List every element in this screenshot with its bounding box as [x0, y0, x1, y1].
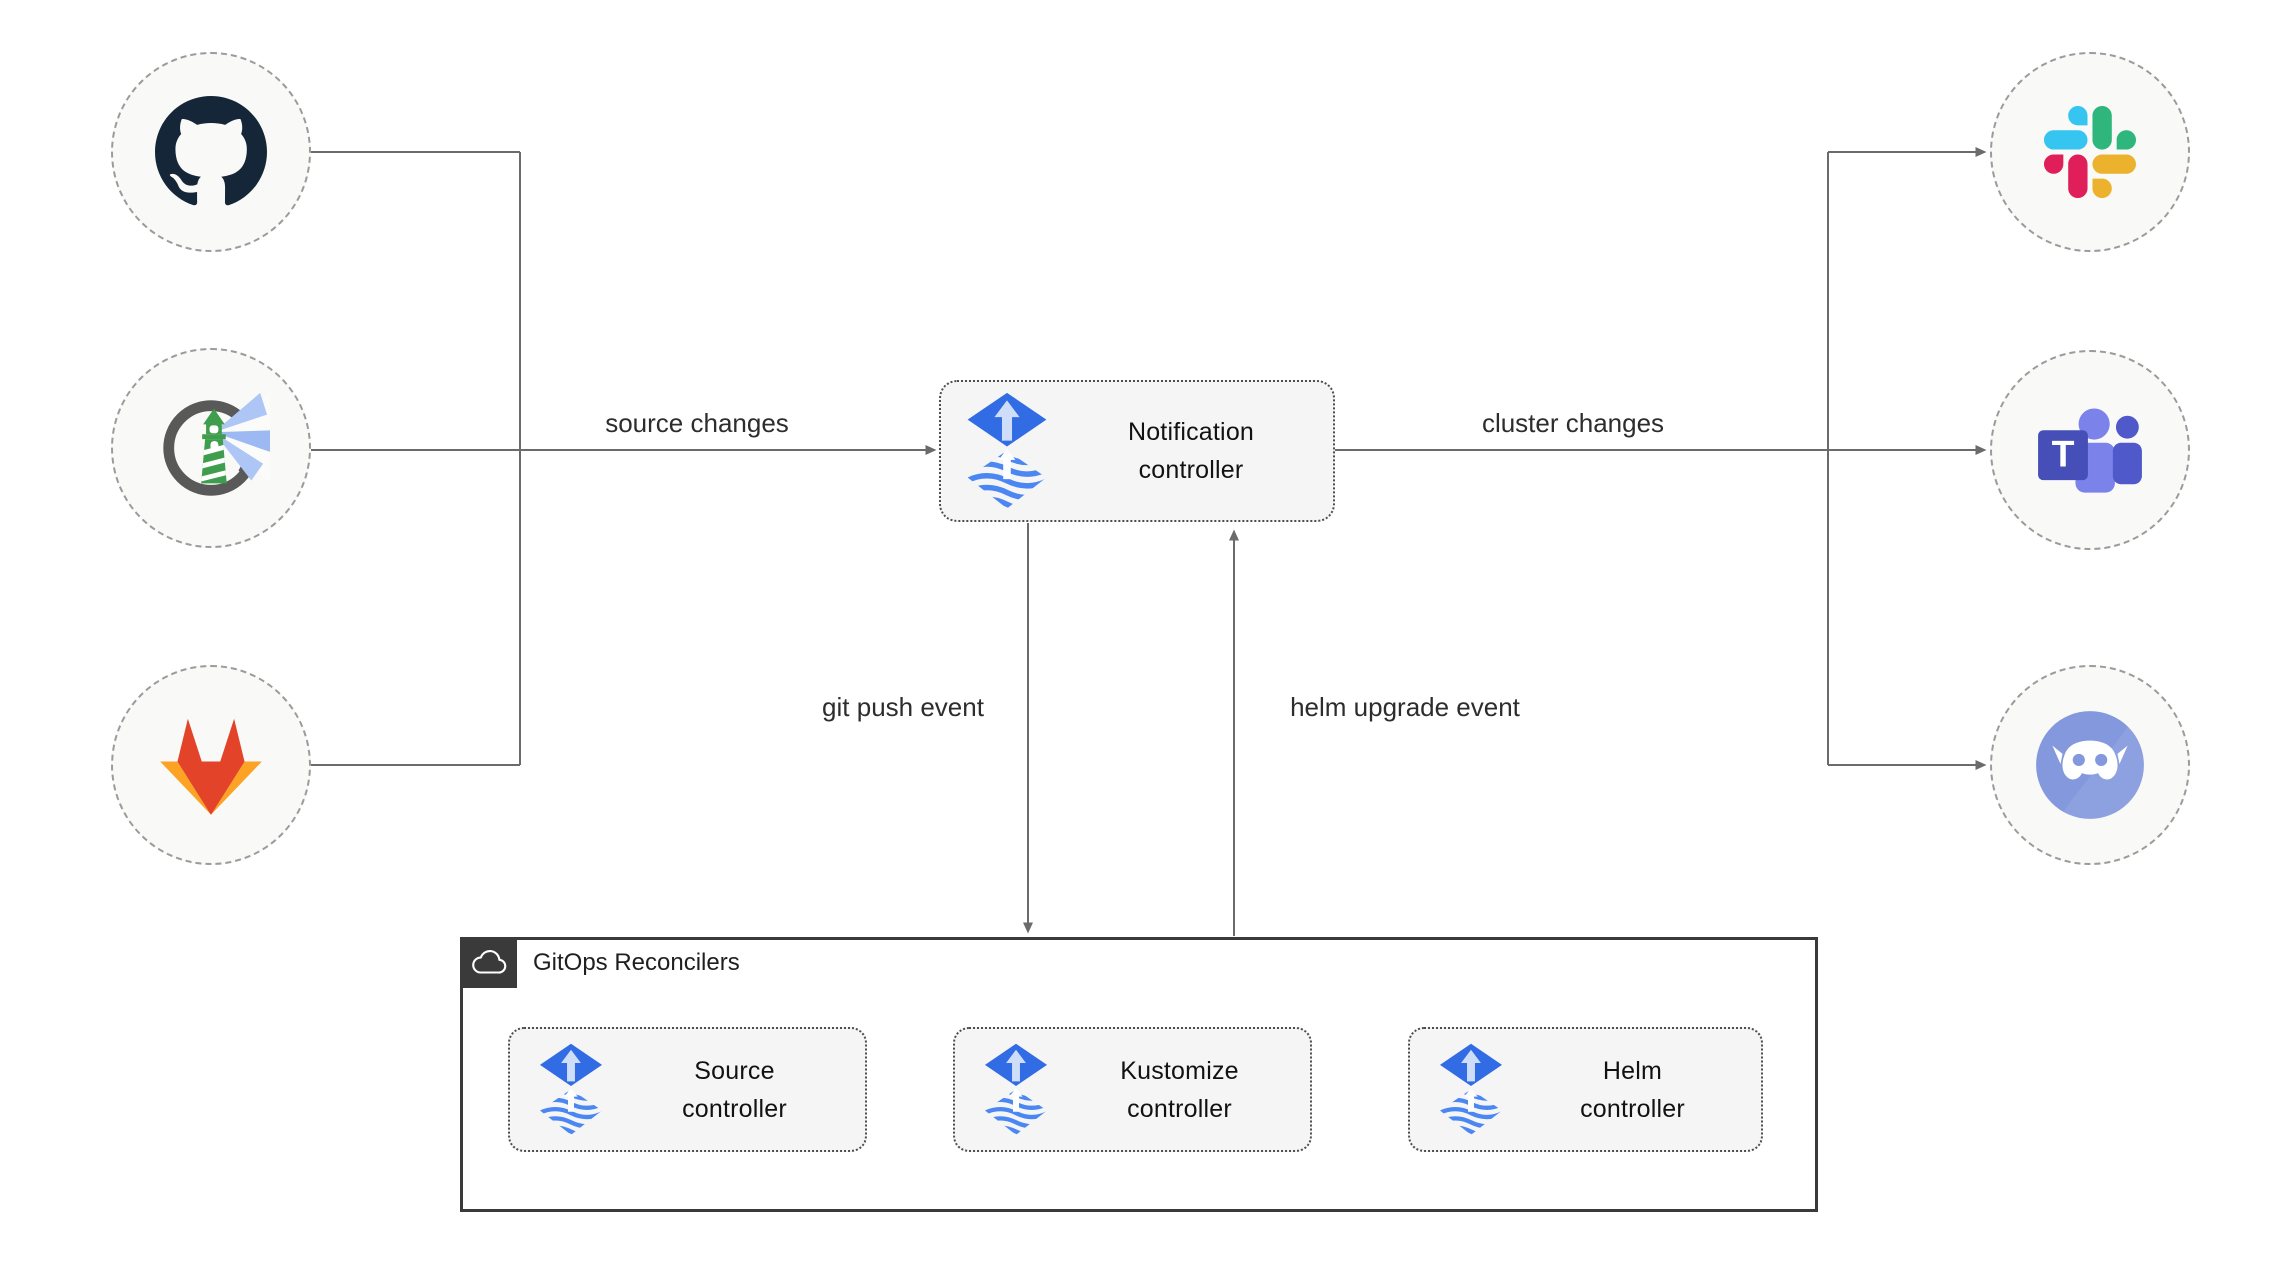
flux-icon [1438, 1043, 1504, 1137]
edge-label-source-changes: source changes [605, 408, 789, 438]
flux-icon [538, 1043, 604, 1137]
slack-node [1990, 52, 2190, 252]
harbor-beams [213, 392, 270, 481]
github-icon [155, 96, 267, 206]
discord-node [1990, 665, 2190, 865]
label-line: controller [682, 1094, 787, 1123]
gitlab-node [111, 665, 311, 865]
discord-icon [2036, 711, 2144, 819]
edge-label-helm-upgrade-event: helm upgrade event [1290, 692, 1520, 722]
kustomize-controller-label: Kustomize controller [1049, 1052, 1310, 1128]
label-line: Notification [1127, 418, 1255, 446]
flux-icon [983, 1043, 1049, 1137]
harbor-lighthouse-icon [163, 392, 270, 496]
label-line: Helm [1602, 1056, 1663, 1085]
label-line: controller [1127, 1094, 1232, 1123]
kustomize-controller-box: Kustomize controller [953, 1027, 1312, 1152]
helm-controller-label: Helm controller [1504, 1052, 1761, 1128]
source-controller-label: Source controller [604, 1052, 865, 1128]
label-line: controller [1138, 456, 1244, 484]
left-bus-line [311, 151, 521, 766]
edge-label-git-push-event: git push event [822, 692, 984, 722]
label-line: controller [1580, 1094, 1685, 1123]
teams-letter: T [2052, 433, 2075, 475]
slack-icon [2044, 106, 2136, 198]
harbor-node [111, 348, 311, 548]
cloud-icon [471, 949, 506, 974]
discord-clyde-face [2052, 740, 2128, 780]
notification-controller-box: Notification controller [939, 380, 1335, 522]
github-node [111, 52, 311, 252]
notification-controller-label: Notification controller [1049, 413, 1333, 489]
gitlab-icon [160, 718, 262, 815]
container-badge [460, 937, 517, 988]
container-title: GitOps Reconcilers [533, 949, 740, 976]
label-line: Source [694, 1056, 775, 1085]
edge-label-cluster-changes: cluster changes [1481, 408, 1665, 438]
helm-controller-box: Helm controller [1408, 1027, 1763, 1152]
flux-icon [965, 392, 1049, 511]
teams-node: T [1990, 350, 2190, 550]
source-controller-box: Source controller [508, 1027, 867, 1152]
harbor-lighthouse [201, 408, 227, 484]
label-line: Kustomize [1120, 1056, 1239, 1085]
teams-icon: T [2038, 408, 2142, 493]
